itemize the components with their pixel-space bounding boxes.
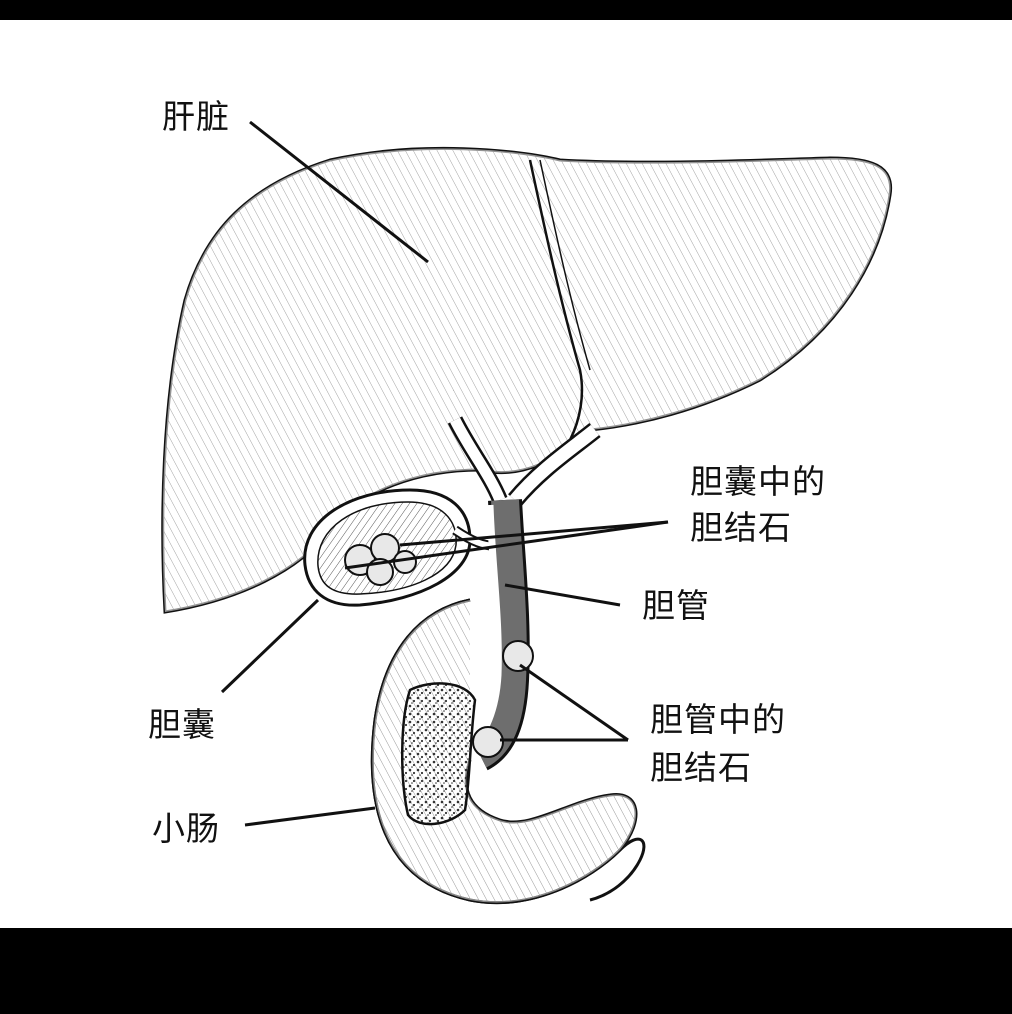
label-duct-stones-line1: 胆管中的 xyxy=(650,700,786,739)
anatomy-illustration xyxy=(161,120,893,905)
bottom-black-bar xyxy=(0,928,1012,1014)
label-gallbladder: 胆囊 xyxy=(148,705,216,744)
gallbladder-shape xyxy=(303,488,501,607)
liver-shape xyxy=(161,146,893,614)
label-duct-stones-line2: 胆结石 xyxy=(650,748,752,787)
label-liver: 肝脏 xyxy=(162,97,230,136)
bile-duct-stones xyxy=(472,640,534,758)
hepatic-ducts xyxy=(447,416,601,506)
common-bile-duct xyxy=(467,499,534,771)
small-intestine-shape xyxy=(370,598,646,905)
top-black-bar xyxy=(0,0,1012,20)
label-bile-duct: 胆管 xyxy=(642,586,710,625)
illustration-canvas: 肝脏 胆囊中的 胆结石 胆管 胆囊 胆管中的 胆结石 小肠 xyxy=(0,20,1012,928)
label-gallbladder-stones-line2: 胆结石 xyxy=(690,508,792,547)
label-gallbladder-stones-line1: 胆囊中的 xyxy=(690,462,826,501)
leader-lines xyxy=(220,120,669,827)
label-small-intestine: 小肠 xyxy=(152,809,220,848)
